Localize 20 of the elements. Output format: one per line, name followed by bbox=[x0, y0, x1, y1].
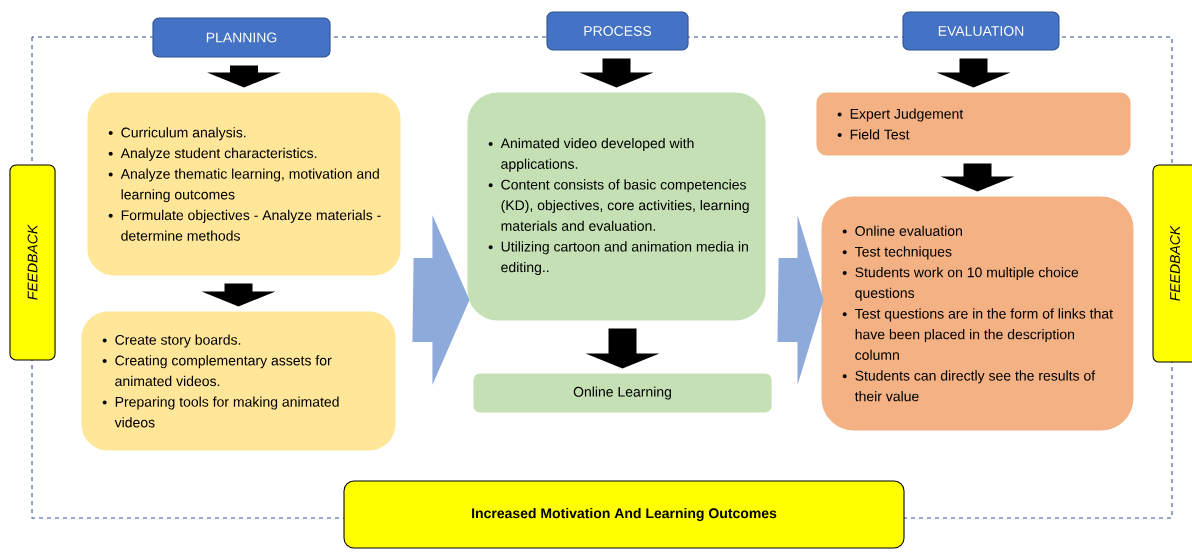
bullet-list-box: Online evaluation Test techniques Students work on 10 multiple choice questions Test questions are in the form of links that have been placed in the description column Students can directly see the results of their value bbox=[821, 196, 1134, 431]
header-box: EVALUATION bbox=[902, 11, 1060, 51]
block-arrow bbox=[585, 328, 660, 369]
block-arrow bbox=[207, 65, 281, 88]
header-box: PLANNING bbox=[152, 17, 331, 58]
header-box: PROCESS bbox=[546, 11, 689, 51]
bullet-list-box: Create story boards. Creating complementary assets for animated videos. Preparing tools for making animated videos bbox=[81, 311, 396, 451]
block-arrow bbox=[940, 163, 1015, 192]
bullet-list-box: Curriculum analysis. Analyze student characteristics. Analyze thematic learning, motivation and learning outcomes Formulate objectives - Analyze materials - determine methods bbox=[87, 92, 401, 276]
block-arrow bbox=[412, 215, 470, 385]
text-box: Online Learning bbox=[473, 373, 772, 413]
block-arrow bbox=[579, 58, 654, 88]
block-arrow bbox=[936, 58, 1011, 88]
feedback-box: FEEDBACK bbox=[1152, 164, 1192, 363]
bullet-list-box: Animated video developed with applications. Content consists of basic competencies (KD), objectives, core activities, learning materials and evaluation. Utilizing cartoon and animation media in editing.. bbox=[467, 92, 766, 321]
bullet-list-box: Expert Judgement Field Test bbox=[816, 92, 1131, 156]
block-arrow bbox=[777, 215, 824, 385]
block-arrow bbox=[201, 283, 276, 307]
outcome-box: Increased Motivation And Learning Outcomes bbox=[343, 480, 905, 549]
feedback-box: FEEDBACK bbox=[9, 164, 56, 361]
